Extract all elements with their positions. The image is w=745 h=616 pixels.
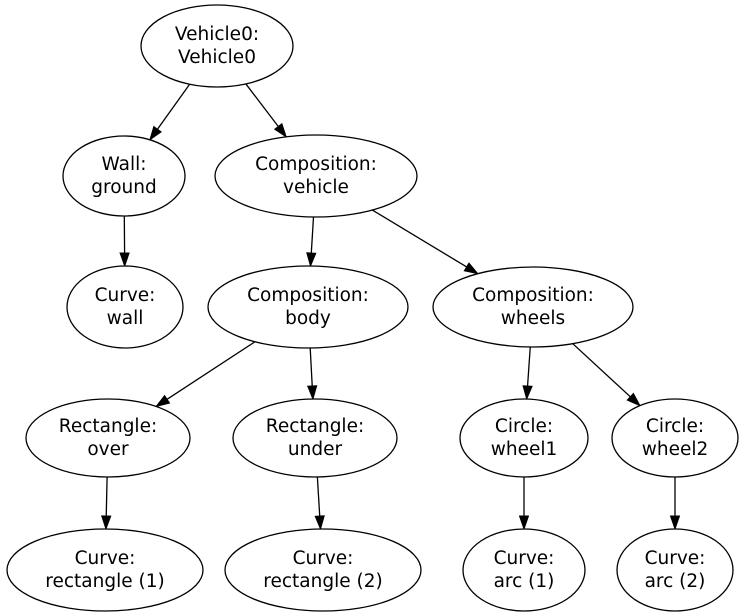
node-label-line2: wheel2 xyxy=(642,439,709,460)
arrowhead-icon xyxy=(101,515,112,531)
arrowhead-icon xyxy=(149,125,162,142)
node-label-line1: Wall: xyxy=(102,154,147,175)
arrowhead-icon xyxy=(154,394,171,408)
node-ellipse xyxy=(616,528,734,612)
arrowhead-icon xyxy=(314,515,325,531)
node-ellipse xyxy=(214,134,418,218)
node-label-line2: rectangle (2) xyxy=(263,571,382,592)
node-label-line1: Curve: xyxy=(494,548,555,569)
node-label-line1: Composition: xyxy=(247,285,369,306)
arrowhead-icon xyxy=(669,515,681,531)
edge-line xyxy=(105,476,108,517)
edge-line xyxy=(310,216,315,254)
node-label-line1: Rectangle: xyxy=(266,416,364,437)
edge-line xyxy=(156,83,191,130)
node-composition-body: Composition:body xyxy=(207,265,409,349)
node-label-line2: arc (1) xyxy=(494,571,555,592)
node-ellipse xyxy=(62,135,186,217)
node-label-line1: Curve: xyxy=(75,548,136,569)
edge-rectangle-under-to-curve-rectangle-2 xyxy=(314,476,325,531)
node-label-line1: Circle: xyxy=(646,416,704,437)
node-vehicle0: Vehicle0:Vehicle0 xyxy=(140,4,294,88)
node-label-line2: Vehicle0 xyxy=(178,47,256,68)
edge-composition-body-to-rectangle-under xyxy=(307,347,318,401)
node-curve-arc-1: Curve:arc (1) xyxy=(462,528,586,612)
edge-circle-wheel1-to-curve-arc-1 xyxy=(518,477,530,531)
node-circle-wheel1: Circle:wheel1 xyxy=(459,398,589,478)
node-ellipse xyxy=(611,398,739,478)
node-label-line2: rectangle (1) xyxy=(45,571,164,592)
node-ellipse xyxy=(66,265,184,349)
edge-composition-vehicle-to-composition-body xyxy=(306,216,317,268)
node-circle-wheel2: Circle:wheel2 xyxy=(611,398,739,478)
node-ellipse xyxy=(432,266,634,348)
node-curve-rectangle-1: Curve:rectangle (1) xyxy=(6,528,204,612)
arrowhead-icon xyxy=(119,252,130,268)
node-label-line2: under xyxy=(288,439,343,460)
arrowhead-icon xyxy=(307,385,318,401)
node-ellipse xyxy=(459,398,589,478)
node-ellipse xyxy=(6,528,204,612)
node-label-line1: Composition: xyxy=(255,154,377,175)
arrowhead-icon xyxy=(273,122,288,139)
node-label-line2: over xyxy=(87,439,129,460)
edge-vehicle0-to-composition-vehicle xyxy=(245,83,288,139)
arrowhead-icon xyxy=(518,515,530,531)
node-composition-vehicle: Composition:vehicle xyxy=(214,134,418,218)
node-ellipse xyxy=(224,528,422,612)
node-label-line2: wall xyxy=(107,308,144,329)
edge-line xyxy=(316,476,321,517)
node-label-line2: ground xyxy=(91,177,156,198)
node-label-line1: Curve: xyxy=(95,285,156,306)
arrowhead-icon xyxy=(626,392,642,407)
node-rectangle-under: Rectangle:under xyxy=(232,398,398,478)
node-rectangle-over: Rectangle:over xyxy=(25,398,191,478)
edge-composition-wheels-to-circle-wheel1 xyxy=(522,346,533,401)
node-composition-wheels: Composition:wheels xyxy=(432,266,634,348)
arrowhead-icon xyxy=(463,262,480,275)
node-ellipse xyxy=(207,265,409,349)
node-curve-wall: Curve:wall xyxy=(66,265,184,349)
node-ellipse xyxy=(25,398,191,478)
edge-line xyxy=(166,341,256,400)
edge-line xyxy=(372,209,467,268)
node-wall-ground: Wall:ground xyxy=(62,135,186,217)
edge-rectangle-over-to-curve-rectangle-1 xyxy=(101,476,112,531)
node-label-line2: arc (2) xyxy=(645,571,706,592)
node-label-line1: Curve: xyxy=(645,548,706,569)
node-label-line1: Composition: xyxy=(472,285,594,306)
edge-line xyxy=(526,346,531,387)
edge-line xyxy=(245,83,279,127)
node-ellipse xyxy=(232,398,398,478)
node-label-line1: Rectangle: xyxy=(59,416,157,437)
edge-line xyxy=(309,347,313,387)
node-ellipse xyxy=(140,4,294,88)
edge-vehicle0-to-wall-ground xyxy=(149,83,191,142)
node-label-line1: Curve: xyxy=(293,548,354,569)
edge-composition-wheels-to-circle-wheel2 xyxy=(572,343,642,407)
node-label-line1: Vehicle0: xyxy=(175,24,259,45)
node-label-line2: body xyxy=(285,308,331,329)
node-curve-arc-2: Curve:arc (2) xyxy=(616,528,734,612)
edge-composition-vehicle-to-composition-wheels xyxy=(372,209,480,275)
node-curve-rectangle-2: Curve:rectangle (2) xyxy=(224,528,422,612)
arrowhead-icon xyxy=(306,252,317,268)
node-label-line1: Circle: xyxy=(495,416,553,437)
arrowhead-icon xyxy=(522,385,533,401)
edge-composition-body-to-rectangle-over xyxy=(154,341,256,408)
node-label-line2: vehicle xyxy=(283,177,349,198)
node-label-line2: wheels xyxy=(501,308,565,329)
node-label-line2: wheel1 xyxy=(491,439,558,460)
edge-line xyxy=(572,343,631,398)
node-ellipse xyxy=(462,528,586,612)
edge-circle-wheel2-to-curve-arc-2 xyxy=(669,477,681,531)
edge-wall-ground-to-curve-wall xyxy=(119,215,130,268)
